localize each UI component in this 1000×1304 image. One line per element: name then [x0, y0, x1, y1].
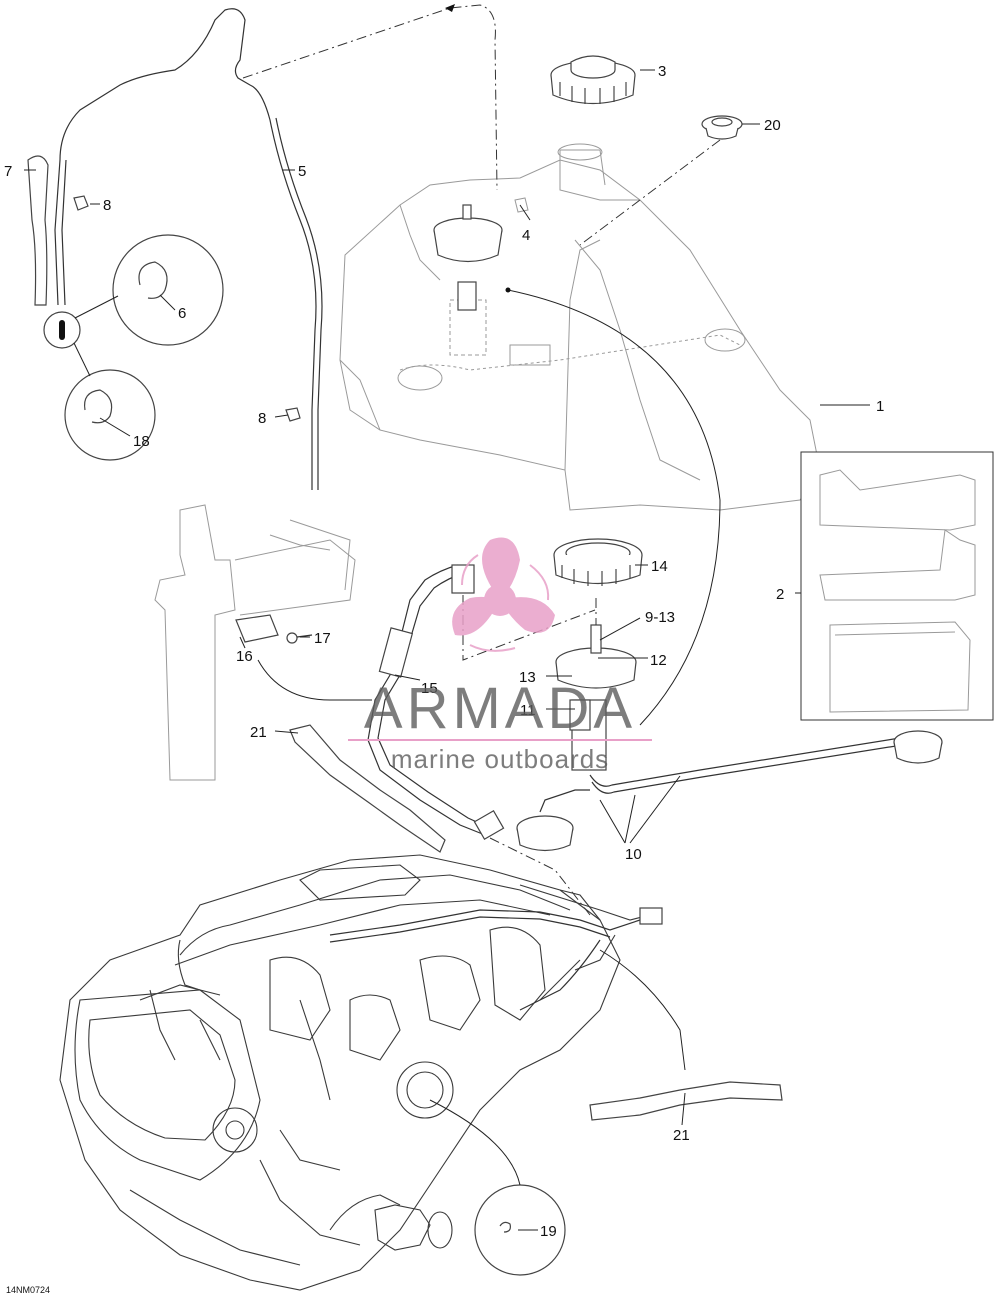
callout-18: 18	[133, 433, 150, 450]
detail-circle	[64, 369, 156, 461]
vent-hose-edge	[275, 117, 323, 490]
callout-leaders	[24, 69, 870, 1231]
callout-1: 1	[876, 398, 884, 415]
callout-19: 19	[540, 1223, 557, 1240]
lead-line	[599, 949, 686, 1071]
clip	[285, 407, 301, 422]
callout-2: 2	[776, 586, 784, 603]
vent-hose-edge	[61, 159, 67, 306]
arrow-head	[445, 4, 455, 12]
callout-labels: 1 2 3 4 5 6 7 8 8 9-13 10 11 12 13 14 15…	[4, 63, 884, 1240]
tank-pump-ghost	[397, 197, 746, 391]
clip	[73, 195, 89, 211]
dash-line	[579, 139, 721, 246]
dash-line	[489, 837, 591, 916]
callout-3: 3	[658, 63, 666, 80]
callout-6: 6	[178, 305, 186, 322]
clamp	[235, 614, 279, 643]
detail-indicator	[43, 295, 119, 377]
callout-5: 5	[298, 163, 306, 180]
lead-line	[507, 289, 721, 726]
lead-dot	[505, 287, 511, 293]
callout-14: 14	[651, 558, 668, 575]
ring-nut	[553, 538, 643, 586]
callout-4: 4	[522, 227, 530, 244]
engine-assembly	[59, 854, 651, 1291]
callout-8b: 8	[258, 410, 266, 427]
callout-7: 7	[4, 163, 12, 180]
callout-17: 17	[314, 630, 331, 647]
lead-line	[429, 1099, 521, 1186]
callout-12: 12	[650, 652, 667, 669]
hose-piece	[27, 155, 49, 306]
watermark-tagline: marine outboards	[391, 744, 609, 774]
harness	[519, 939, 601, 1011]
screw	[286, 632, 313, 644]
dash-line	[242, 4, 498, 191]
fuel-cap	[550, 55, 636, 105]
fuel-line-assembly	[367, 564, 505, 840]
engine-fuel-line	[329, 909, 661, 936]
engine-fuel-line-edge	[329, 916, 611, 943]
callout-11: 11	[520, 702, 536, 719]
callout-8a: 8	[103, 197, 111, 214]
detail-circle	[112, 234, 224, 346]
callout-9-13: 9-13	[645, 609, 675, 626]
callout-10: 10	[625, 846, 642, 863]
hose-section	[589, 1081, 783, 1121]
engine-connector	[639, 907, 663, 925]
inset-panel	[800, 451, 994, 721]
watermark-logo	[452, 537, 555, 652]
fuel-tank	[339, 143, 821, 511]
watermark-brand: ARMADA	[364, 676, 636, 741]
callout-15: 15	[421, 680, 438, 697]
grommet	[701, 115, 743, 140]
callout-13: 13	[519, 669, 536, 686]
mounting-bracket	[154, 504, 356, 781]
callout-16: 16	[236, 648, 253, 665]
vent-hose	[54, 8, 317, 490]
callout-20: 20	[764, 117, 781, 134]
callout-21b: 21	[673, 1127, 690, 1144]
diagram-code: 14NM0724	[6, 1285, 50, 1295]
hose-section	[289, 724, 446, 853]
fuel-pump-module	[516, 624, 943, 852]
callout-21a: 21	[250, 724, 267, 741]
